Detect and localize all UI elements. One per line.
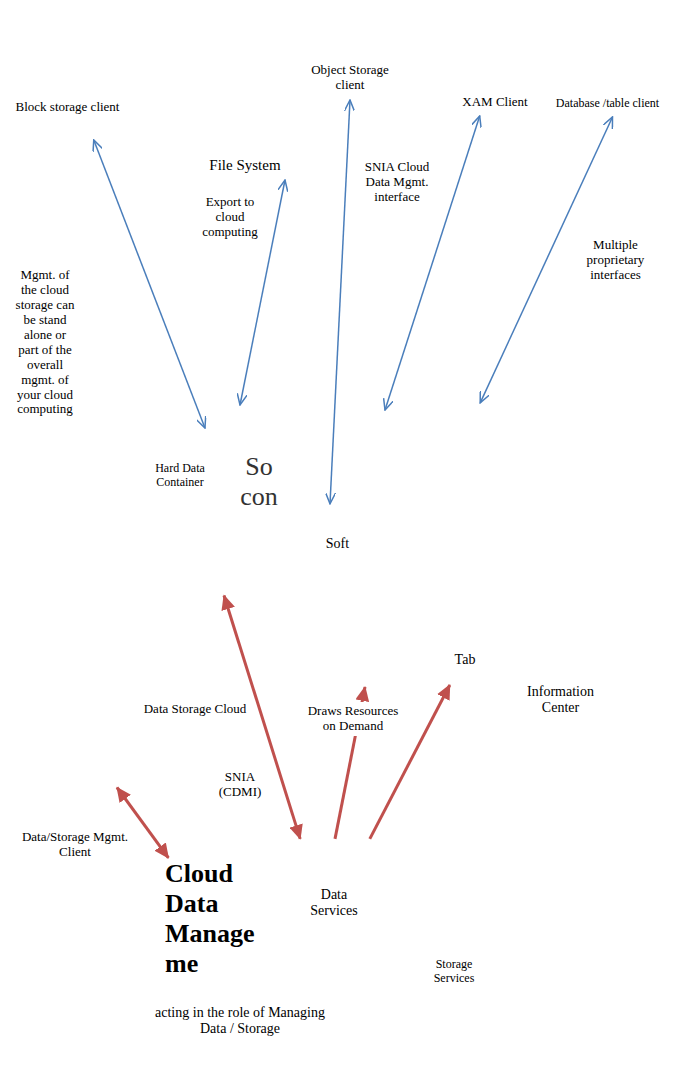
storage-client: File System xyxy=(195,95,295,180)
text-slot: XAM Client xyxy=(450,95,540,110)
note-label: Mgmt. of the cloud storage can be stand … xyxy=(15,268,75,417)
soft-cylinder: Soft xyxy=(300,500,375,690)
storage-client: XAM Client xyxy=(450,35,540,116)
person-icon xyxy=(326,5,374,63)
hard-container: Hard Data Container xyxy=(125,420,235,690)
table-store-shape xyxy=(425,400,505,685)
mgmt-client: Data/Storage Mgmt. Client xyxy=(15,750,135,875)
soft-container-shape xyxy=(175,390,425,690)
person-icon xyxy=(53,750,108,816)
node-text: Soft xyxy=(310,536,365,552)
note-label: Draws Resources on Demand xyxy=(298,702,408,736)
node-text: Data Storage Cloud xyxy=(140,700,250,719)
text-slot: SNIA (CDMI) xyxy=(205,770,275,800)
text-slot: Data Storage Cloud xyxy=(140,700,250,719)
note-label: SNIA Cloud Data Mgmt. interface xyxy=(362,160,432,205)
text-slot: So con xyxy=(237,452,281,512)
info-pages: Information Center xyxy=(480,650,655,760)
cdm-box: Cloud Data Manageme xyxy=(160,855,265,1000)
storage-client: Block storage client xyxy=(15,40,120,140)
node-text: File System xyxy=(195,157,295,174)
text-slot: Storage Services xyxy=(428,958,480,986)
node-text: Storage Services xyxy=(428,958,480,986)
node-text: Data Services xyxy=(303,887,365,919)
text-slot: Multiple proprietary interfaces xyxy=(568,238,663,283)
node-text: XAM Client xyxy=(450,95,540,110)
note-label: Export to cloud computing xyxy=(198,195,262,240)
text-slot: Cloud Data Manageme xyxy=(165,859,260,979)
text-slot: Soft xyxy=(310,536,365,552)
text-slot: Object Storage client xyxy=(300,63,400,93)
storage-client: Database /table client xyxy=(545,35,670,117)
node-text: Data/Storage Mgmt. Client xyxy=(15,830,135,860)
node-text: Object Storage client xyxy=(300,63,400,93)
node-text: Block storage client xyxy=(15,100,120,115)
text-slot: Block storage client xyxy=(15,100,120,115)
soft-container: So conSoft xyxy=(175,390,425,690)
connector-arrow xyxy=(330,100,350,504)
person-icon xyxy=(65,40,113,98)
node-text: Tab xyxy=(431,652,499,668)
text-slot: Mgmt. of the cloud storage can be stand … xyxy=(15,268,75,417)
storage-services: Storage Services xyxy=(425,830,525,1005)
hard-container-shape xyxy=(125,420,235,690)
text-slot: Draws Resources on Demand xyxy=(298,702,408,736)
note-label: Multiple proprietary interfaces xyxy=(568,238,663,283)
text-slot: Database /table client xyxy=(545,97,670,111)
storage-client: Object Storage client xyxy=(300,5,400,100)
data-services-shape xyxy=(275,835,395,1030)
data-services: Data Services xyxy=(275,835,395,1030)
text-slot: File System xyxy=(195,157,295,174)
node-text: Hard Data Container xyxy=(143,462,217,490)
node-text: So con xyxy=(237,452,281,512)
note-label: SNIA (CDMI) xyxy=(205,770,275,800)
text-slot: Export to cloud computing xyxy=(198,195,262,240)
text-slot: Information Center xyxy=(508,684,613,716)
node-text: Database /table client xyxy=(545,97,670,111)
node-text: Information Center xyxy=(508,684,613,716)
text-slot: Data Services xyxy=(303,887,365,919)
node-text: Cloud Data Manageme xyxy=(165,859,260,979)
text-slot: Tab xyxy=(431,652,499,668)
connector-arrow xyxy=(94,140,205,428)
connector-arrow xyxy=(117,788,168,858)
soft-cylinder-shape xyxy=(300,500,375,690)
text-slot: SNIA Cloud Data Mgmt. interface xyxy=(362,160,432,205)
person-icon xyxy=(590,35,638,93)
note-label: acting in the role of Managing Data / St… xyxy=(145,1005,335,1037)
text-slot: Hard Data Container xyxy=(143,462,217,490)
connector-arrow xyxy=(240,180,285,405)
text-slot: acting in the role of Managing Data / St… xyxy=(145,1005,335,1037)
text-slot: Data/Storage Mgmt. Client xyxy=(15,830,135,860)
person-icon xyxy=(474,35,522,93)
table-store: Tab xyxy=(425,400,505,685)
person-icon xyxy=(227,95,275,153)
